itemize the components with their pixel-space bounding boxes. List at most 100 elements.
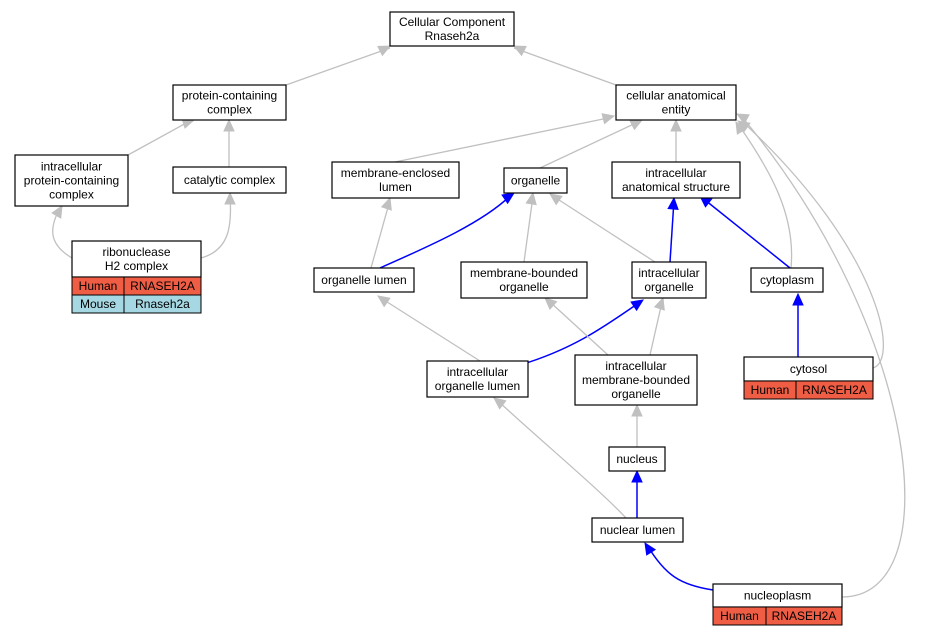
node-label-line: nuclear lumen: [600, 523, 675, 537]
edge-line: [649, 301, 663, 356]
node-box: [611, 161, 741, 199]
node-box: [172, 84, 287, 121]
edge-line: [523, 195, 534, 263]
edge-membrane_enclosed_lumen-to-anatomical_entity: [394, 113, 616, 163]
edge-arrowhead: [792, 292, 804, 306]
edge-catalytic_complex-to-protein_complex: [223, 118, 235, 167]
edge-line: [704, 199, 791, 269]
edge-arrowhead: [653, 296, 665, 311]
edge-line: [285, 47, 391, 86]
node-box: [503, 167, 568, 194]
node-label-line: organelle lumen: [435, 379, 520, 393]
node-label-line: intracellular: [447, 365, 508, 379]
node-label-line: lumen: [379, 180, 412, 194]
node-label-line: Rnaseh2a: [425, 29, 480, 43]
edge-line: [394, 117, 609, 163]
edge-nuclear_lumen-to-intracellular_organelle_lumen: [493, 397, 627, 519]
edge-arrowhead: [735, 113, 750, 125]
edge-arrowhead: [501, 192, 516, 205]
node-nucleus[interactable]: nucleus: [608, 446, 666, 472]
edge-line: [370, 199, 391, 269]
edge-nuclear_lumen-to-nucleus: [631, 469, 643, 518]
node-label-line: protein-containing: [24, 174, 119, 188]
edge-intracellular_organelle-to-organelle: [549, 193, 656, 263]
node-catalytic-complex[interactable]: catalytic complex: [172, 166, 287, 194]
edge-intracellular_organelle_lumen-to-organelle_lumen: [377, 295, 481, 362]
edge-arrowhead: [670, 118, 682, 132]
node-box: [615, 84, 737, 121]
gene-cell: [795, 380, 874, 400]
node-nuclear-lumen[interactable]: nuclear lumen: [591, 517, 684, 543]
node-label-line: membrane-bounded: [582, 373, 690, 387]
edge-arrowhead: [631, 403, 643, 417]
node-label-line: membrane-enclosed: [341, 166, 450, 180]
edge-arrowhead: [377, 295, 391, 308]
node-box: [574, 354, 698, 406]
node-box: [460, 261, 588, 299]
edge-arrowhead: [377, 45, 392, 57]
node-box: [426, 360, 529, 398]
edge-intracellular_mb_organelle-to-membrane_bounded_organelle: [544, 297, 609, 356]
edge-line: [549, 301, 609, 356]
node-organelle[interactable]: organelle: [503, 167, 568, 194]
edge-arrowhead: [629, 119, 644, 131]
edge-organelle_lumen-to-membrane_enclosed_lumen: [370, 196, 392, 269]
node-label-line: nucleoplasm: [744, 589, 811, 603]
edge-rnase_h2-to-catalytic_complex: [200, 191, 236, 259]
gene-cell: [765, 606, 843, 626]
edge-arrowhead: [644, 541, 657, 556]
node-label-line: cytoplasm: [760, 273, 814, 287]
node-label-line: anatomical structure: [622, 180, 730, 194]
node-box: [172, 166, 287, 194]
edge-cytoplasm-to-intracellular_structure: [699, 195, 791, 269]
gene-cell: [123, 294, 202, 314]
edge-intracellular_mb_organelle-to-intracellular_organelle: [649, 296, 665, 356]
edge-line: [737, 123, 793, 269]
node-label-line: organelle: [611, 387, 661, 401]
node-label-line: complex: [49, 188, 94, 202]
node-label-line: organelle lumen: [321, 273, 406, 287]
edge-arrowhead: [630, 299, 645, 312]
node-label-line: membrane-bounded: [470, 266, 578, 280]
edge-line: [555, 197, 656, 263]
edge-nucleoplasm-to-nuclear_lumen: [644, 541, 714, 591]
edge-arrowhead: [601, 113, 616, 125]
edge-arrowhead: [525, 191, 537, 206]
edge-arrowhead: [512, 45, 527, 57]
node-box: [608, 446, 666, 472]
edge-line: [744, 123, 884, 369]
node-box: [750, 267, 824, 293]
edge-arrowhead: [667, 196, 679, 210]
edges-layer: [51, 45, 906, 598]
edge-arrowhead: [631, 469, 643, 483]
edge-arrowhead: [223, 118, 235, 132]
edge-arrowhead: [493, 397, 507, 410]
edge-arrowhead: [544, 297, 558, 310]
node-label-line: protein-containing: [182, 89, 277, 103]
node-label-line: entity: [662, 103, 691, 117]
node-label-line: intracellular: [645, 166, 706, 180]
node-label-line: organelle: [644, 280, 694, 294]
node-label-line: cellular anatomical: [626, 89, 725, 103]
node-organelle-lumen[interactable]: organelle lumen: [313, 267, 415, 293]
node-box: [743, 356, 874, 382]
edge-intracellular_organelle-to-intracellular_structure: [667, 196, 679, 263]
node-cytoplasm[interactable]: cytoplasm: [750, 267, 824, 293]
gene-label: RNASEH2A: [802, 383, 867, 397]
